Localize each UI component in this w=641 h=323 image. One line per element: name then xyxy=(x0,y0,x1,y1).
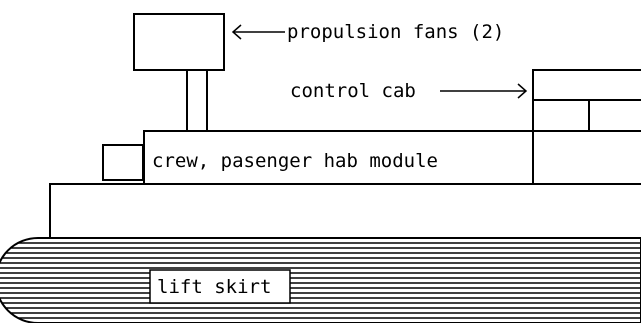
propulsion-fan xyxy=(133,13,225,132)
fan-housing xyxy=(133,13,225,71)
hab-module-box xyxy=(143,130,534,185)
propulsion-fans-label: propulsion fans (2) xyxy=(287,21,504,43)
hab-module-label: crew, pasenger hab module xyxy=(152,150,438,172)
lift-skirt: lift skirt xyxy=(0,237,641,323)
lift-skirt-hatching xyxy=(0,242,641,319)
lift-skirt-label-box xyxy=(149,269,291,304)
control-cab-arrow-head xyxy=(517,83,528,99)
control-cab-label: control cab xyxy=(290,80,416,102)
propulsion-fans-callout: propulsion fans (2) xyxy=(231,21,504,43)
lift-skirt-label: lift skirt xyxy=(157,276,271,298)
hull-deck xyxy=(49,183,641,239)
propulsion-arrow-head xyxy=(231,24,242,40)
fan-pylon xyxy=(186,69,208,132)
control-cab-box xyxy=(532,69,641,185)
control-cab xyxy=(532,69,641,185)
airlock-box xyxy=(102,144,144,181)
lift-skirt-outline xyxy=(0,237,641,323)
hab-module: crew, pasenger hab module xyxy=(143,130,534,185)
control-cab-callout: control cab xyxy=(290,80,528,102)
